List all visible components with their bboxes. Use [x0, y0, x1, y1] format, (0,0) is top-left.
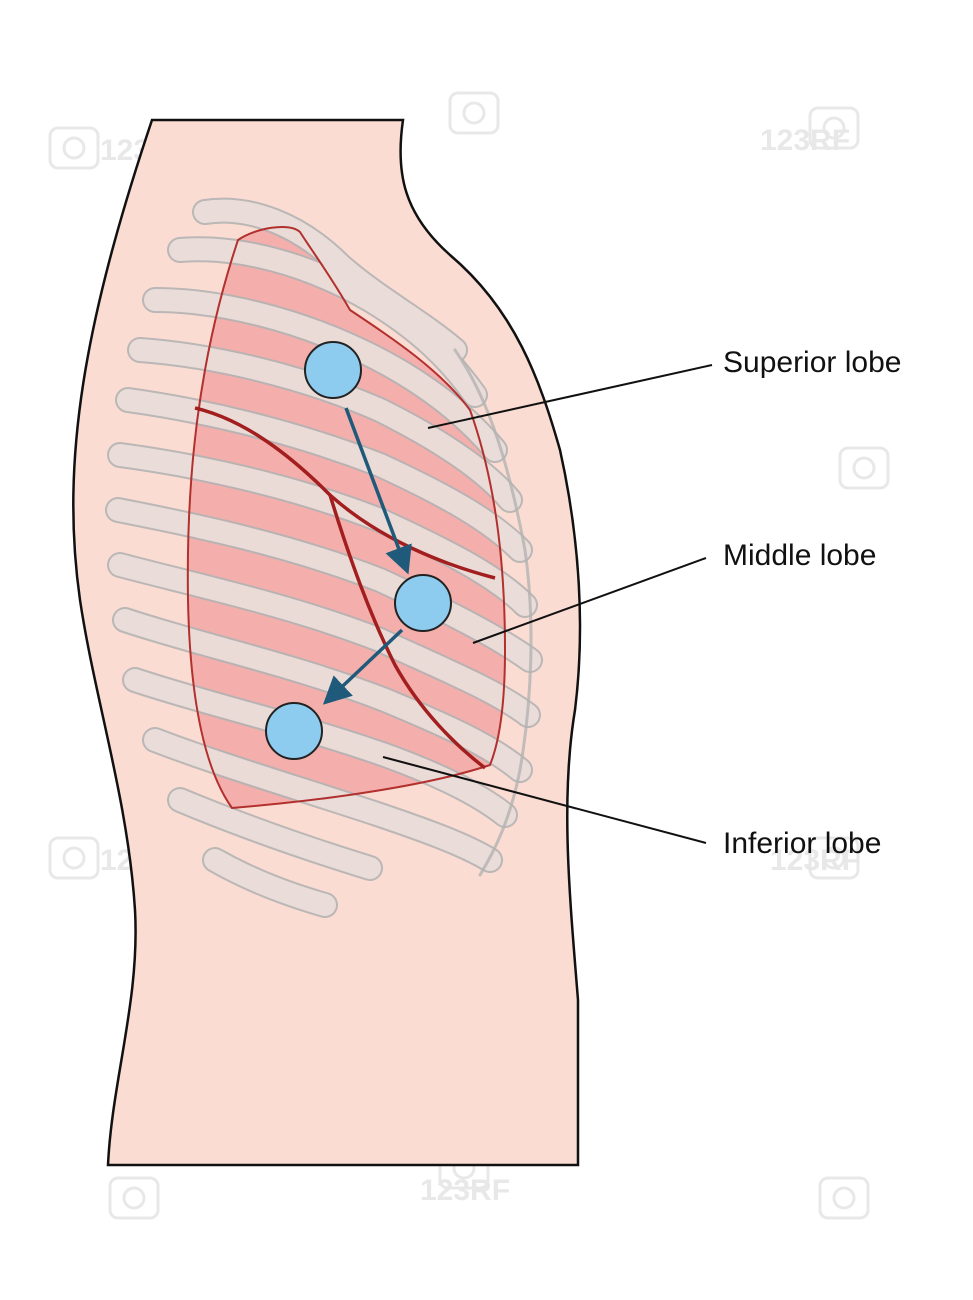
label-superior-lobe: Superior lobe [723, 346, 901, 379]
rib-cage [105, 197, 543, 918]
arrow-down-icon [322, 628, 404, 705]
costal-cartilage [453, 348, 533, 877]
watermark-text: 123RF [760, 124, 850, 157]
rib-fills [107, 199, 541, 916]
circle-marker-icon [304, 341, 362, 399]
oblique-fissure [328, 494, 487, 770]
watermark-text: 123RF [420, 1174, 510, 1207]
arrow-down-icon [344, 407, 412, 575]
leader-line-inferior [382, 756, 707, 844]
leader-line-middle [472, 557, 707, 644]
circle-marker-icon [265, 702, 323, 760]
label-inferior-lobe: Inferior lobe [723, 827, 881, 860]
leader-line-superior [427, 364, 713, 429]
label-middle-lobe: Middle lobe [723, 539, 876, 572]
watermark-text: 123RF [770, 844, 860, 877]
circle-marker-icon [394, 574, 452, 632]
lung-outline [186, 225, 507, 810]
